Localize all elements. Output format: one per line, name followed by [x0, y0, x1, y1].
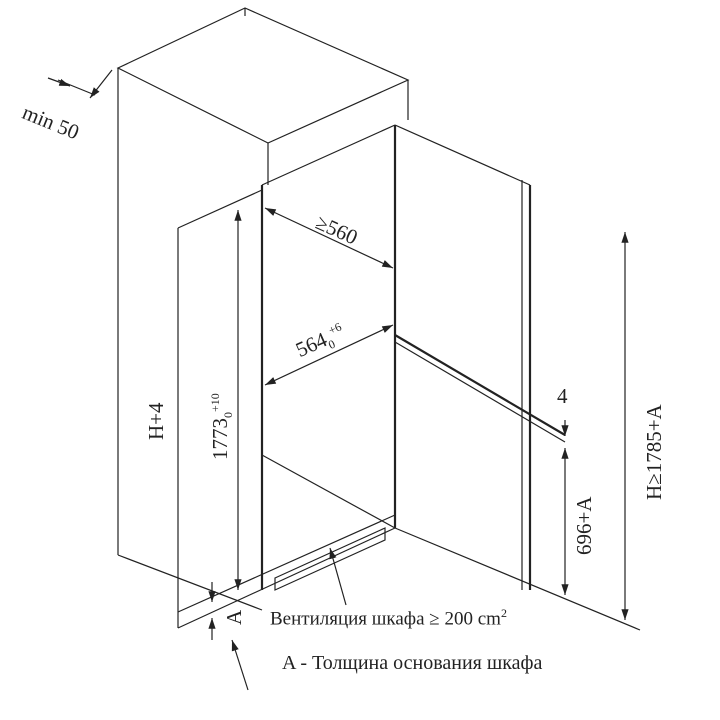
base-label: A: [222, 609, 246, 625]
ventilation-grille: [274, 527, 386, 591]
lower-height-label: 696+A: [572, 496, 596, 555]
side-panel-top: [177, 189, 263, 229]
ventilation-note: Вентиляция шкафа ≥ 200 cm2: [270, 606, 507, 630]
side-height-label: H+4: [144, 402, 168, 440]
left-panel-bottom: [117, 554, 263, 611]
front-top: [261, 124, 396, 186]
leader-base: [231, 639, 249, 691]
gap-label: 4: [557, 384, 568, 408]
ventilation-exp: 2: [500, 606, 507, 620]
height-tol-high: +10: [208, 393, 222, 412]
min50-dim: [57, 79, 96, 96]
width-dim: [264, 324, 394, 386]
front-bottom: [261, 454, 396, 529]
min50-arrow2: [89, 69, 113, 99]
top-box-top: [116, 7, 410, 144]
depth-dim: [264, 207, 394, 269]
ventilation-text: Вентиляция шкафа ≥ 200 cm: [270, 608, 501, 630]
base-note: A - Толщина основания шкафа: [282, 652, 543, 674]
min50-arrow: [47, 77, 71, 87]
door-split-2: [394, 341, 566, 443]
total-height-label: H≥1785+A: [642, 404, 666, 500]
door-split: [394, 334, 566, 436]
right-panel-top: [394, 124, 531, 186]
height-base: 1773: [208, 418, 232, 460]
leader-vent: [329, 547, 347, 606]
height-tol-low: 0: [221, 412, 236, 418]
floor-line: [394, 527, 641, 631]
height-label: 17730+10: [208, 393, 236, 460]
base-line-2: [177, 514, 396, 613]
base-line: [177, 527, 396, 629]
